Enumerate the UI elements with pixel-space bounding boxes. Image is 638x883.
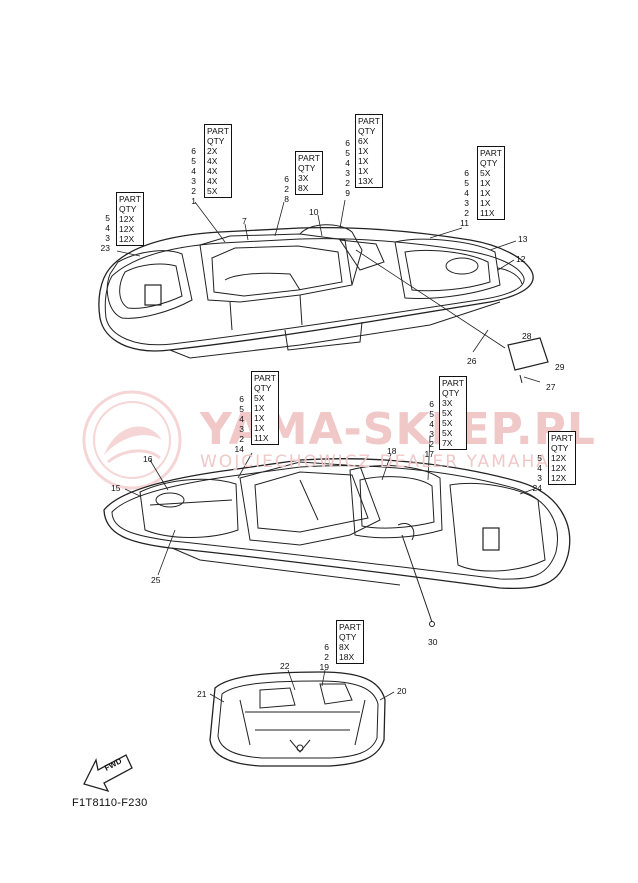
- callout-12: 12: [516, 254, 526, 264]
- callout-22: 22: [280, 661, 290, 671]
- callout-13: 13: [518, 234, 528, 244]
- fwd-arrow-icon: [83, 754, 133, 793]
- callout-7: 7: [242, 216, 247, 226]
- callout-28: 28: [522, 331, 532, 341]
- callout-18: 18: [387, 446, 397, 456]
- callout-21: 21: [197, 689, 207, 699]
- callout-27: 27: [546, 382, 556, 392]
- storage-tub-view: [209, 671, 386, 767]
- watermark-logo-icon: [82, 390, 182, 490]
- callout-29: 29: [555, 362, 565, 372]
- callout-30: 30: [428, 637, 438, 647]
- figure-code: F1T8110-F230: [72, 797, 148, 809]
- callout-16: 16: [143, 454, 153, 464]
- leader-lines: [116, 199, 541, 703]
- callout-15: 15: [111, 483, 121, 493]
- callout-20: 20: [397, 686, 407, 696]
- callout-25: 25: [151, 575, 161, 585]
- callout-10: 10: [309, 207, 319, 217]
- watermark-subtext: WOJCIECHOWICZ DEALER YAMAHA: [200, 452, 550, 472]
- deck-upper-view: [98, 224, 549, 384]
- callout-26: 26: [467, 356, 477, 366]
- deck-lower-view: [103, 458, 571, 627]
